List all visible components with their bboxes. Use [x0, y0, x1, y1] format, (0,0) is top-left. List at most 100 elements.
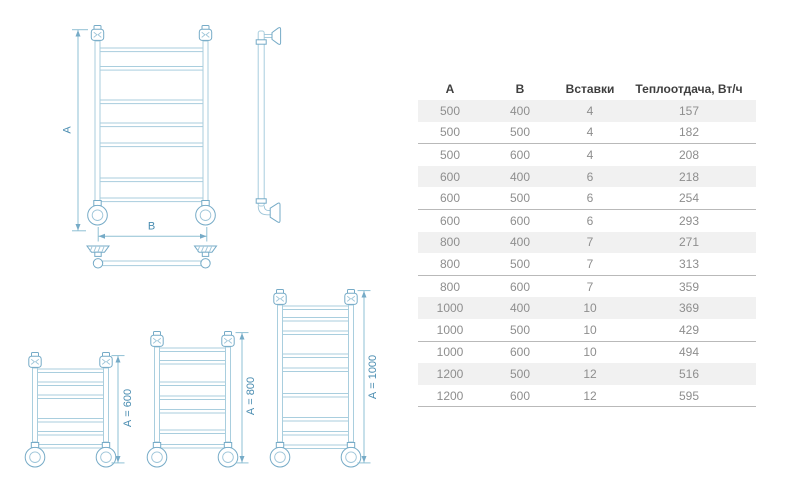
table-cell: 157: [622, 100, 756, 122]
table-cell: 10: [583, 345, 597, 360]
table-cell: 10: [558, 297, 622, 319]
ladder-post: [103, 367, 109, 443]
table-cell: 500: [418, 100, 482, 122]
ladder-600-drawing: [24, 352, 117, 468]
ladder-rung: [282, 367, 349, 372]
dimension-b: В: [97, 221, 208, 242]
table-cell: 500: [482, 187, 558, 210]
table-cell: 1000: [418, 297, 482, 319]
table-cell: 1200: [418, 384, 482, 408]
table-cell: 400: [482, 100, 558, 122]
table-cell: 595: [622, 384, 756, 408]
table-cell: 208: [678, 147, 700, 162]
ladder-rung: [99, 99, 204, 105]
table-row: 1000 600 10 494: [418, 341, 756, 363]
ladder-rung: [159, 409, 226, 414]
size-label-1000: А = 1000: [367, 355, 379, 399]
table-cell: 10: [558, 318, 622, 342]
table-cell: 313: [622, 253, 756, 276]
ladder-rung: [159, 360, 226, 365]
valve-cap-icon: [99, 352, 113, 368]
table-cell: 600: [509, 345, 531, 360]
size-label-600: А = 600: [122, 389, 134, 427]
table-cell: 293: [678, 213, 700, 228]
table-cell: 600: [509, 147, 531, 162]
table-cell: 1000: [436, 345, 464, 360]
ladder-rung: [159, 444, 226, 449]
ladder-rung: [159, 381, 226, 386]
table-cell: 12: [558, 363, 622, 385]
table-cell: 254: [622, 187, 756, 210]
table-cell: 7: [558, 231, 622, 254]
ladder-post: [348, 304, 354, 443]
ladder-rung: [282, 431, 349, 436]
wall-flange-icon: [87, 200, 108, 226]
table-cell: 500: [439, 147, 461, 162]
table-cell: 1200: [418, 363, 482, 385]
table-cell: 600: [418, 165, 482, 188]
table-cell: 600: [439, 213, 461, 228]
table-cell: 400: [482, 231, 558, 254]
valve-cap-icon: [28, 352, 42, 368]
dim-label-a: А: [61, 126, 73, 134]
ladder-rung: [99, 66, 204, 71]
ladder-rung: [37, 368, 104, 373]
dimension-a: А: [61, 29, 88, 232]
ladder-rung: [37, 431, 104, 436]
table-cell: 500: [482, 121, 558, 145]
table-cell: 6: [586, 213, 594, 228]
wall-flange-icon: [195, 200, 216, 226]
ladder-post: [32, 367, 38, 443]
ladder-rung: [159, 429, 226, 434]
table-cell: 218: [622, 165, 756, 188]
table-cell: 359: [678, 279, 700, 294]
table-cell: 500: [482, 318, 558, 342]
table-cell: 4: [558, 100, 622, 122]
ladder-post: [94, 40, 101, 203]
ladder-rung: [282, 317, 349, 322]
ladder-rung: [159, 347, 226, 352]
table-cell: 800: [418, 231, 482, 254]
table-cell: 600: [482, 384, 558, 408]
valve-cap-icon: [198, 25, 213, 41]
ladder-rung: [99, 177, 204, 183]
table-header-row: А В Вставки Теплоотдача, Вт/ч: [418, 78, 756, 100]
table-cell: 429: [622, 318, 756, 342]
col-header-inserts: Вставки: [565, 82, 615, 96]
table-cell: 800: [439, 279, 461, 294]
technical-drawing: А В А = 600 А = 800: [24, 25, 379, 468]
table-cell: 182: [622, 121, 756, 145]
ladder-rung: [159, 395, 226, 400]
ladder-post: [202, 40, 209, 203]
col-header-b: В: [515, 82, 525, 96]
front-view-drawing: [87, 25, 216, 226]
col-header-heat-output: Теплоотдача, Вт/ч: [635, 82, 743, 96]
table-cell: 500: [482, 363, 558, 385]
dim-label-b: В: [148, 221, 155, 233]
table-cell: 6: [558, 165, 622, 188]
ladder-rung: [282, 417, 349, 422]
valve-cap-icon: [273, 289, 287, 305]
ladder-rung: [99, 197, 204, 203]
ladder-rung: [99, 47, 204, 53]
ladder-post: [154, 346, 160, 443]
dimension-600: А = 600: [111, 355, 134, 464]
table-cell: 12: [558, 384, 622, 408]
valve-cap-icon: [90, 25, 105, 41]
ladder-rung: [99, 122, 204, 128]
table-cell: 494: [678, 345, 700, 360]
valve-cap-icon: [150, 331, 164, 347]
table-cell: 600: [418, 187, 482, 210]
table-cell: 6: [558, 187, 622, 210]
table-cell: 516: [622, 363, 756, 385]
table-cell: 1000: [418, 318, 482, 342]
table-cell: 600: [509, 213, 531, 228]
